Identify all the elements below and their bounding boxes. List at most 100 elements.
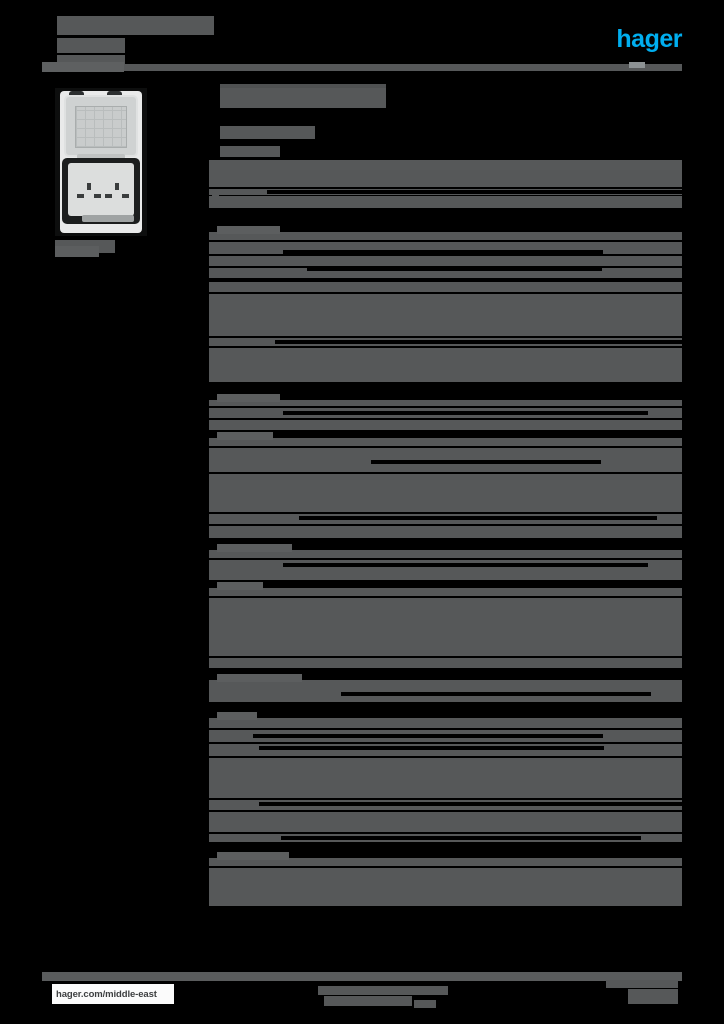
section-subheading-secondary xyxy=(220,146,280,157)
spec-row-marker xyxy=(212,562,219,570)
product-image xyxy=(55,88,147,236)
enclosure-base-tab xyxy=(82,215,134,222)
spec-row-marker xyxy=(212,244,219,252)
spec-row-gap xyxy=(371,460,601,464)
spec-row-gap xyxy=(275,340,682,344)
spec-row xyxy=(209,294,682,336)
spec-row-marker xyxy=(212,572,219,580)
header-divider xyxy=(42,64,682,71)
socket-housing xyxy=(62,158,140,224)
spec-section xyxy=(209,674,682,702)
spec-row-label xyxy=(217,226,280,234)
footer-center-line-1 xyxy=(318,986,448,995)
product-caption-secondary xyxy=(55,246,99,257)
spec-row xyxy=(209,232,682,240)
section-heading xyxy=(220,88,386,108)
header-divider-nib xyxy=(629,62,645,68)
spec-section xyxy=(209,160,682,208)
spec-row-marker xyxy=(212,515,219,523)
spec-row-label xyxy=(217,544,292,552)
spec-row-label xyxy=(217,582,263,590)
document-subtitle xyxy=(57,38,125,53)
spec-row xyxy=(209,348,682,382)
spec-row-marker xyxy=(212,283,219,291)
hinge-left-icon xyxy=(69,91,84,98)
spec-row-marker xyxy=(212,612,219,620)
spec-row-gap xyxy=(283,563,648,567)
section-subheading xyxy=(220,126,315,139)
live-pin-icon xyxy=(105,194,112,198)
spec-row-marker xyxy=(212,883,219,891)
spec-row-label xyxy=(217,852,289,860)
spec-row-marker xyxy=(212,449,219,457)
header-divider-tab xyxy=(42,62,124,72)
spec-row xyxy=(209,658,682,668)
spec-row-marker xyxy=(212,834,219,842)
spec-row xyxy=(209,526,682,538)
spec-row-gap xyxy=(281,836,641,840)
spec-row-marker xyxy=(212,732,219,740)
spec-row-marker xyxy=(212,311,219,319)
spec-row xyxy=(209,758,682,798)
spec-row xyxy=(209,420,682,430)
spec-section xyxy=(209,852,682,906)
footer-center-line-2 xyxy=(324,996,412,1006)
footer-divider xyxy=(42,972,682,981)
socket-outlet-left xyxy=(76,183,102,203)
spec-row-label xyxy=(217,432,273,440)
spec-row xyxy=(209,268,682,278)
enclosure-lid xyxy=(64,95,138,157)
spec-row xyxy=(209,550,682,558)
footer-url-text: hager.com/middle-east xyxy=(56,988,157,1000)
earth-pin-icon xyxy=(115,183,119,190)
product-panel xyxy=(55,88,151,257)
spec-row xyxy=(209,812,682,832)
spec-row xyxy=(209,588,682,596)
spec-row xyxy=(209,282,682,292)
spec-row-gap xyxy=(253,734,603,738)
spec-row-marker xyxy=(212,338,219,346)
spec-row-label xyxy=(217,712,257,720)
neutral-pin-icon xyxy=(94,194,101,198)
hager-logo: hager xyxy=(592,26,682,52)
footer-right-line-2 xyxy=(628,989,678,1004)
spec-row-marker xyxy=(212,659,219,667)
spec-row xyxy=(209,680,682,688)
spec-row-marker xyxy=(212,801,219,809)
spec-row-marker xyxy=(212,409,219,417)
spec-row xyxy=(209,610,682,622)
spec-row-gap xyxy=(283,411,648,415)
spec-section xyxy=(209,394,682,430)
neutral-pin-icon xyxy=(122,194,129,198)
footer-center-line-3 xyxy=(414,1000,436,1008)
spec-row-gap xyxy=(307,267,602,271)
spec-row xyxy=(209,448,682,458)
spec-section xyxy=(209,226,682,382)
spec-row-marker xyxy=(212,189,219,196)
spec-row-marker xyxy=(212,361,219,369)
page-title xyxy=(57,16,214,35)
spec-row-marker xyxy=(212,269,219,277)
spec-row xyxy=(209,196,682,208)
spec-row-marker xyxy=(212,198,219,206)
spec-row-label xyxy=(217,674,302,682)
spec-row xyxy=(209,160,682,187)
spec-row xyxy=(209,438,682,446)
footer-url[interactable]: hager.com/middle-east xyxy=(52,984,174,1004)
lid-window xyxy=(75,106,127,148)
spec-row xyxy=(209,572,682,580)
live-pin-icon xyxy=(77,194,84,198)
spec-row-gap xyxy=(299,516,657,520)
footer-right-line-1 xyxy=(606,980,678,988)
socket-outlet-right xyxy=(104,183,130,203)
hinge-right-icon xyxy=(107,91,122,98)
spec-row xyxy=(209,256,682,266)
spec-row-gap xyxy=(267,190,682,194)
spec-row-gap xyxy=(341,692,651,696)
spec-row xyxy=(209,622,682,656)
spec-row-gap xyxy=(259,802,682,806)
lid-latch xyxy=(77,154,125,159)
spec-row-marker xyxy=(212,461,219,469)
spec-row-marker xyxy=(212,746,219,754)
